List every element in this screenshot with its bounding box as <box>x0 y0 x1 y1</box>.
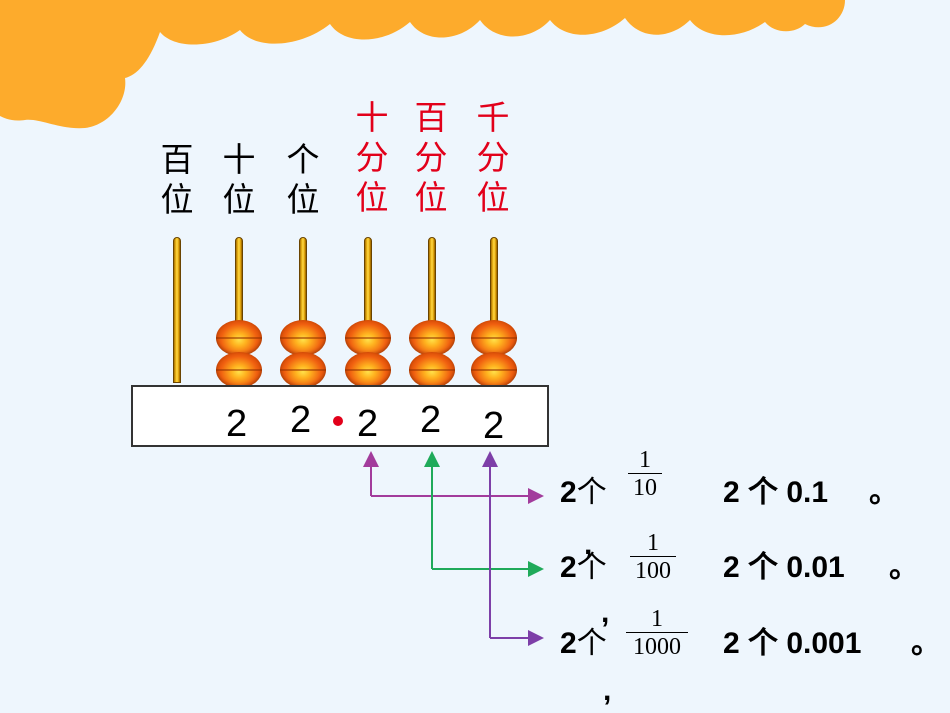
digit-thousandths: 2 <box>483 405 505 447</box>
digit-ones: 2 <box>290 399 312 441</box>
row-tenths-decimal: 2 个 0.1 <box>723 476 829 509</box>
row-hundredths-end: 。 <box>889 551 919 584</box>
arrow-hundredths <box>424 451 544 577</box>
bead <box>216 320 262 356</box>
label-hundreds: 百位 <box>160 140 194 219</box>
row-hundredths-count: 2个 <box>560 550 607 585</box>
stray-comma: , <box>584 528 593 561</box>
rod-hundreds <box>173 237 181 383</box>
row-thousandths-end: 。 <box>911 627 941 660</box>
bead <box>280 352 326 388</box>
digit-tenths: 2 <box>357 403 379 445</box>
digit-hundredths: 2 <box>420 399 442 441</box>
bead <box>216 352 262 388</box>
stray-comma: , <box>603 674 612 707</box>
digit-tens: 2 <box>226 403 248 445</box>
row-thousandths-decimal: 2 个 0.001 <box>723 627 862 660</box>
decimal-point <box>333 416 343 426</box>
cloud-decoration <box>0 0 845 129</box>
bead <box>409 320 455 356</box>
bead <box>409 352 455 388</box>
label-tenths: 十分位 <box>355 98 389 217</box>
label-hundredths: 百分位 <box>414 98 448 217</box>
row-tenths-count: 2个 <box>560 475 607 510</box>
bead <box>280 320 326 356</box>
stray-comma: , <box>601 596 610 629</box>
arrow-thousandths <box>482 451 544 646</box>
bead <box>471 320 517 356</box>
bead <box>471 352 517 388</box>
row-thousandths-count: 2个 <box>560 626 607 661</box>
bead <box>345 320 391 356</box>
row-tenths-end: 。 <box>869 476 899 509</box>
arrow-tenths <box>363 451 544 504</box>
label-thousandths: 千分位 <box>476 98 510 217</box>
bead <box>345 352 391 388</box>
row-hundredths-decimal: 2 个 0.01 <box>723 551 845 584</box>
label-tens: 十位 <box>222 140 256 219</box>
label-ones: 个位 <box>286 140 320 219</box>
